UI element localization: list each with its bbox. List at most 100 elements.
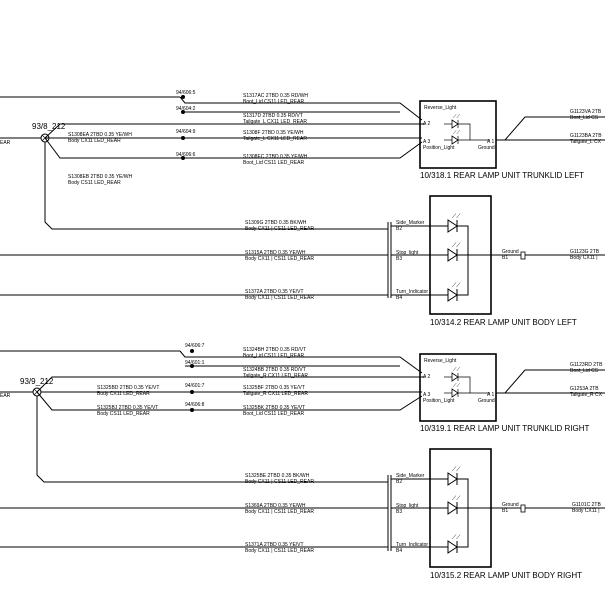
pin-number: B1 — [502, 255, 508, 261]
internal-wire — [458, 123, 471, 141]
wire-label: Body CX11 | CS11 LED_REAR — [245, 509, 314, 515]
wire-label: S1369A 2TBD 0.35 YE/WH — [245, 503, 306, 509]
wire-label: Body CX11 LED_REAR — [68, 138, 121, 144]
component-title: 10/314.2 REAR LAMP UNIT BODY LEFT — [430, 318, 577, 327]
led-diode-icon — [447, 501, 458, 515]
wire-position-light — [44, 123, 425, 139]
pin-number: A 3 — [423, 139, 430, 145]
wire-position-light-r3 — [36, 391, 423, 411]
led-diode-icon — [451, 135, 459, 145]
pin-name-ground: Ground — [478, 398, 495, 404]
wire-label: G1253A 2TB — [570, 386, 599, 392]
pin-name-reverse-light: Reverse_Light — [424, 105, 457, 111]
wire-ground-right — [496, 116, 605, 141]
wire-label: Boot_Lid CS11 LED_REAR — [243, 160, 304, 166]
pin-name-stop-light: Stop_light — [396, 250, 419, 256]
led-emission-icon: ⟋⟋ — [452, 213, 461, 220]
wire-label: G1123RD 2TB — [570, 362, 603, 368]
node-label: 94/606:6 — [176, 152, 196, 158]
pin-name-stop-light: Stop_light — [396, 503, 419, 509]
wire-label: Tailgate_L CX11 LED_REAR — [243, 136, 307, 142]
wire-label: Boot_Lid CS11 LED_REAR — [243, 411, 304, 417]
node-dot — [190, 390, 194, 394]
pin-name-side-marker: Side_Marker — [396, 220, 425, 226]
led-emission-icon: ⟋⟋ — [453, 114, 461, 120]
node-label: 94/601:1 — [185, 360, 205, 366]
wire-label: Body CX11 | CS11 LED_REAR — [245, 548, 314, 554]
pin-name-ground: Ground — [478, 145, 495, 151]
component-title: 10/318.1 REAR LAMP UNIT TRUNKLID LEFT — [420, 171, 584, 180]
wire-label: S1324BB 2TBD 0.35 RD/VT — [243, 367, 306, 373]
node-label: 94/606:5 — [176, 90, 196, 96]
led-emission-icon: ⟋⟋ — [453, 130, 461, 136]
wire-label: S1308F 2TBD 0.35 YE/WH — [243, 130, 304, 136]
pin-number: A 2 — [423, 121, 430, 127]
pin-number: A 1 — [487, 392, 494, 398]
node-label: 94/604:9 — [176, 129, 196, 135]
pin-number: B2 — [396, 226, 402, 232]
wire-label: S1324BH 2TBD 0.35 RD/VT — [243, 347, 306, 353]
wire-label: Tailgate_R CX11 LED_REAR — [243, 373, 308, 379]
component-rear-lamp-body-left: Side_Marker B2 Stop_light B3 Turn_Indica… — [387, 195, 492, 315]
led-emission-icon: ⟋⟋ — [452, 282, 461, 289]
pin-name-ground: Ground — [502, 249, 519, 255]
component-rear-lamp-trunklid-left: Reverse_Light A 2 A 3 Position_Light A 1… — [419, 100, 497, 169]
wire-position-light-c — [44, 137, 423, 159]
wire-label: S1371A 2TBD 0.35 YE/VT — [245, 542, 304, 548]
wire-label: Tailgate_R CX11 LED_REAR — [243, 391, 308, 397]
wire-label: S1325BJ 2TBD 0.35 YE/VT — [97, 405, 158, 411]
node-dot — [190, 364, 194, 368]
wire-side-marker-left — [44, 142, 388, 230]
component-box — [419, 100, 497, 169]
wire-label: G1101C 2TB — [572, 502, 601, 508]
pin-number: A 1 — [487, 139, 494, 145]
led-diode-icon — [451, 388, 459, 398]
wire-label: Body CS11 LED_REAR — [68, 180, 121, 186]
node-dot — [181, 95, 185, 99]
pin-number: A 2 — [423, 374, 430, 380]
wire-reverse-light — [179, 96, 423, 121]
pin-name-position-light: Position_Light — [423, 145, 455, 151]
led-diode-icon — [447, 219, 458, 233]
wire-label: Body CX11 | — [572, 508, 600, 514]
pin-name-ground: Ground — [502, 502, 519, 508]
pin-number: B4 — [396, 548, 402, 554]
component-title: 10/319.1 REAR LAMP UNIT TRUNKLID RIGHT — [420, 424, 590, 433]
left-stub-label: EAR — [0, 393, 11, 399]
wire-label: Body CX11 | — [570, 255, 598, 261]
pin-name-side-marker: Side_Marker — [396, 473, 425, 479]
internal-wire — [457, 225, 469, 296]
wire-label: Tailgate_L CX11 LED_REAR — [243, 119, 307, 125]
wire-ground-right — [496, 369, 605, 394]
node-label: 94/606:7 — [185, 343, 205, 349]
led-diode-icon — [447, 540, 458, 554]
wire-label: S1308EC 2TBD 0.35 YE/WH — [243, 154, 308, 160]
node-dot — [190, 408, 194, 412]
pin-name-turn-indicator: Turn_Indicator — [396, 289, 428, 295]
wire-label: S1325BE 2TBD 0.35 BK/WH — [245, 473, 310, 479]
internal-wire — [458, 376, 471, 394]
component-rear-lamp-trunklid-right: Reverse_Light A 2 A 3 Position_Light A 1… — [419, 353, 497, 422]
wire-label: S1317AC 2TBD 0.35 RD/WH — [243, 93, 308, 99]
led-diode-icon — [451, 119, 459, 129]
wire-label: Boot_Lid CS11 LED_REAR — [243, 353, 304, 359]
wire-label: G1123G 2TB — [570, 249, 600, 255]
led-diode-icon — [447, 472, 458, 486]
wire-label: S1325BF 2TBD 0.35 YE/VT — [243, 385, 305, 391]
node-label: 94/606:8 — [185, 402, 205, 408]
wire-label: Boot_Lid CS — [570, 115, 599, 121]
wire-label: G1123VA 2TB — [570, 109, 602, 115]
led-emission-icon: ⟋⟋ — [452, 242, 461, 249]
component-title: 10/315.2 REAR LAMP UNIT BODY RIGHT — [430, 571, 582, 580]
wire-label: Body CX11 | CS11 LED_REAR — [245, 295, 314, 301]
wire-label: Body CX11 | CS11 LED_REAR — [245, 256, 314, 262]
component-box — [419, 353, 497, 422]
wire-label: Boot_Lid CS — [570, 368, 599, 374]
pin-number: B3 — [396, 256, 402, 262]
wire-label: S1308EA 2TBD 0.35 YE/WH — [68, 132, 132, 138]
pin-number: B1 — [502, 508, 508, 514]
ground-connector — [520, 251, 526, 260]
pin-name-position-light: Position_Light — [423, 398, 455, 404]
wire-label: Body CX11 LED_REAR — [97, 391, 150, 397]
wire-label: Body CX11 | CS11 LED_REAR — [245, 479, 314, 485]
